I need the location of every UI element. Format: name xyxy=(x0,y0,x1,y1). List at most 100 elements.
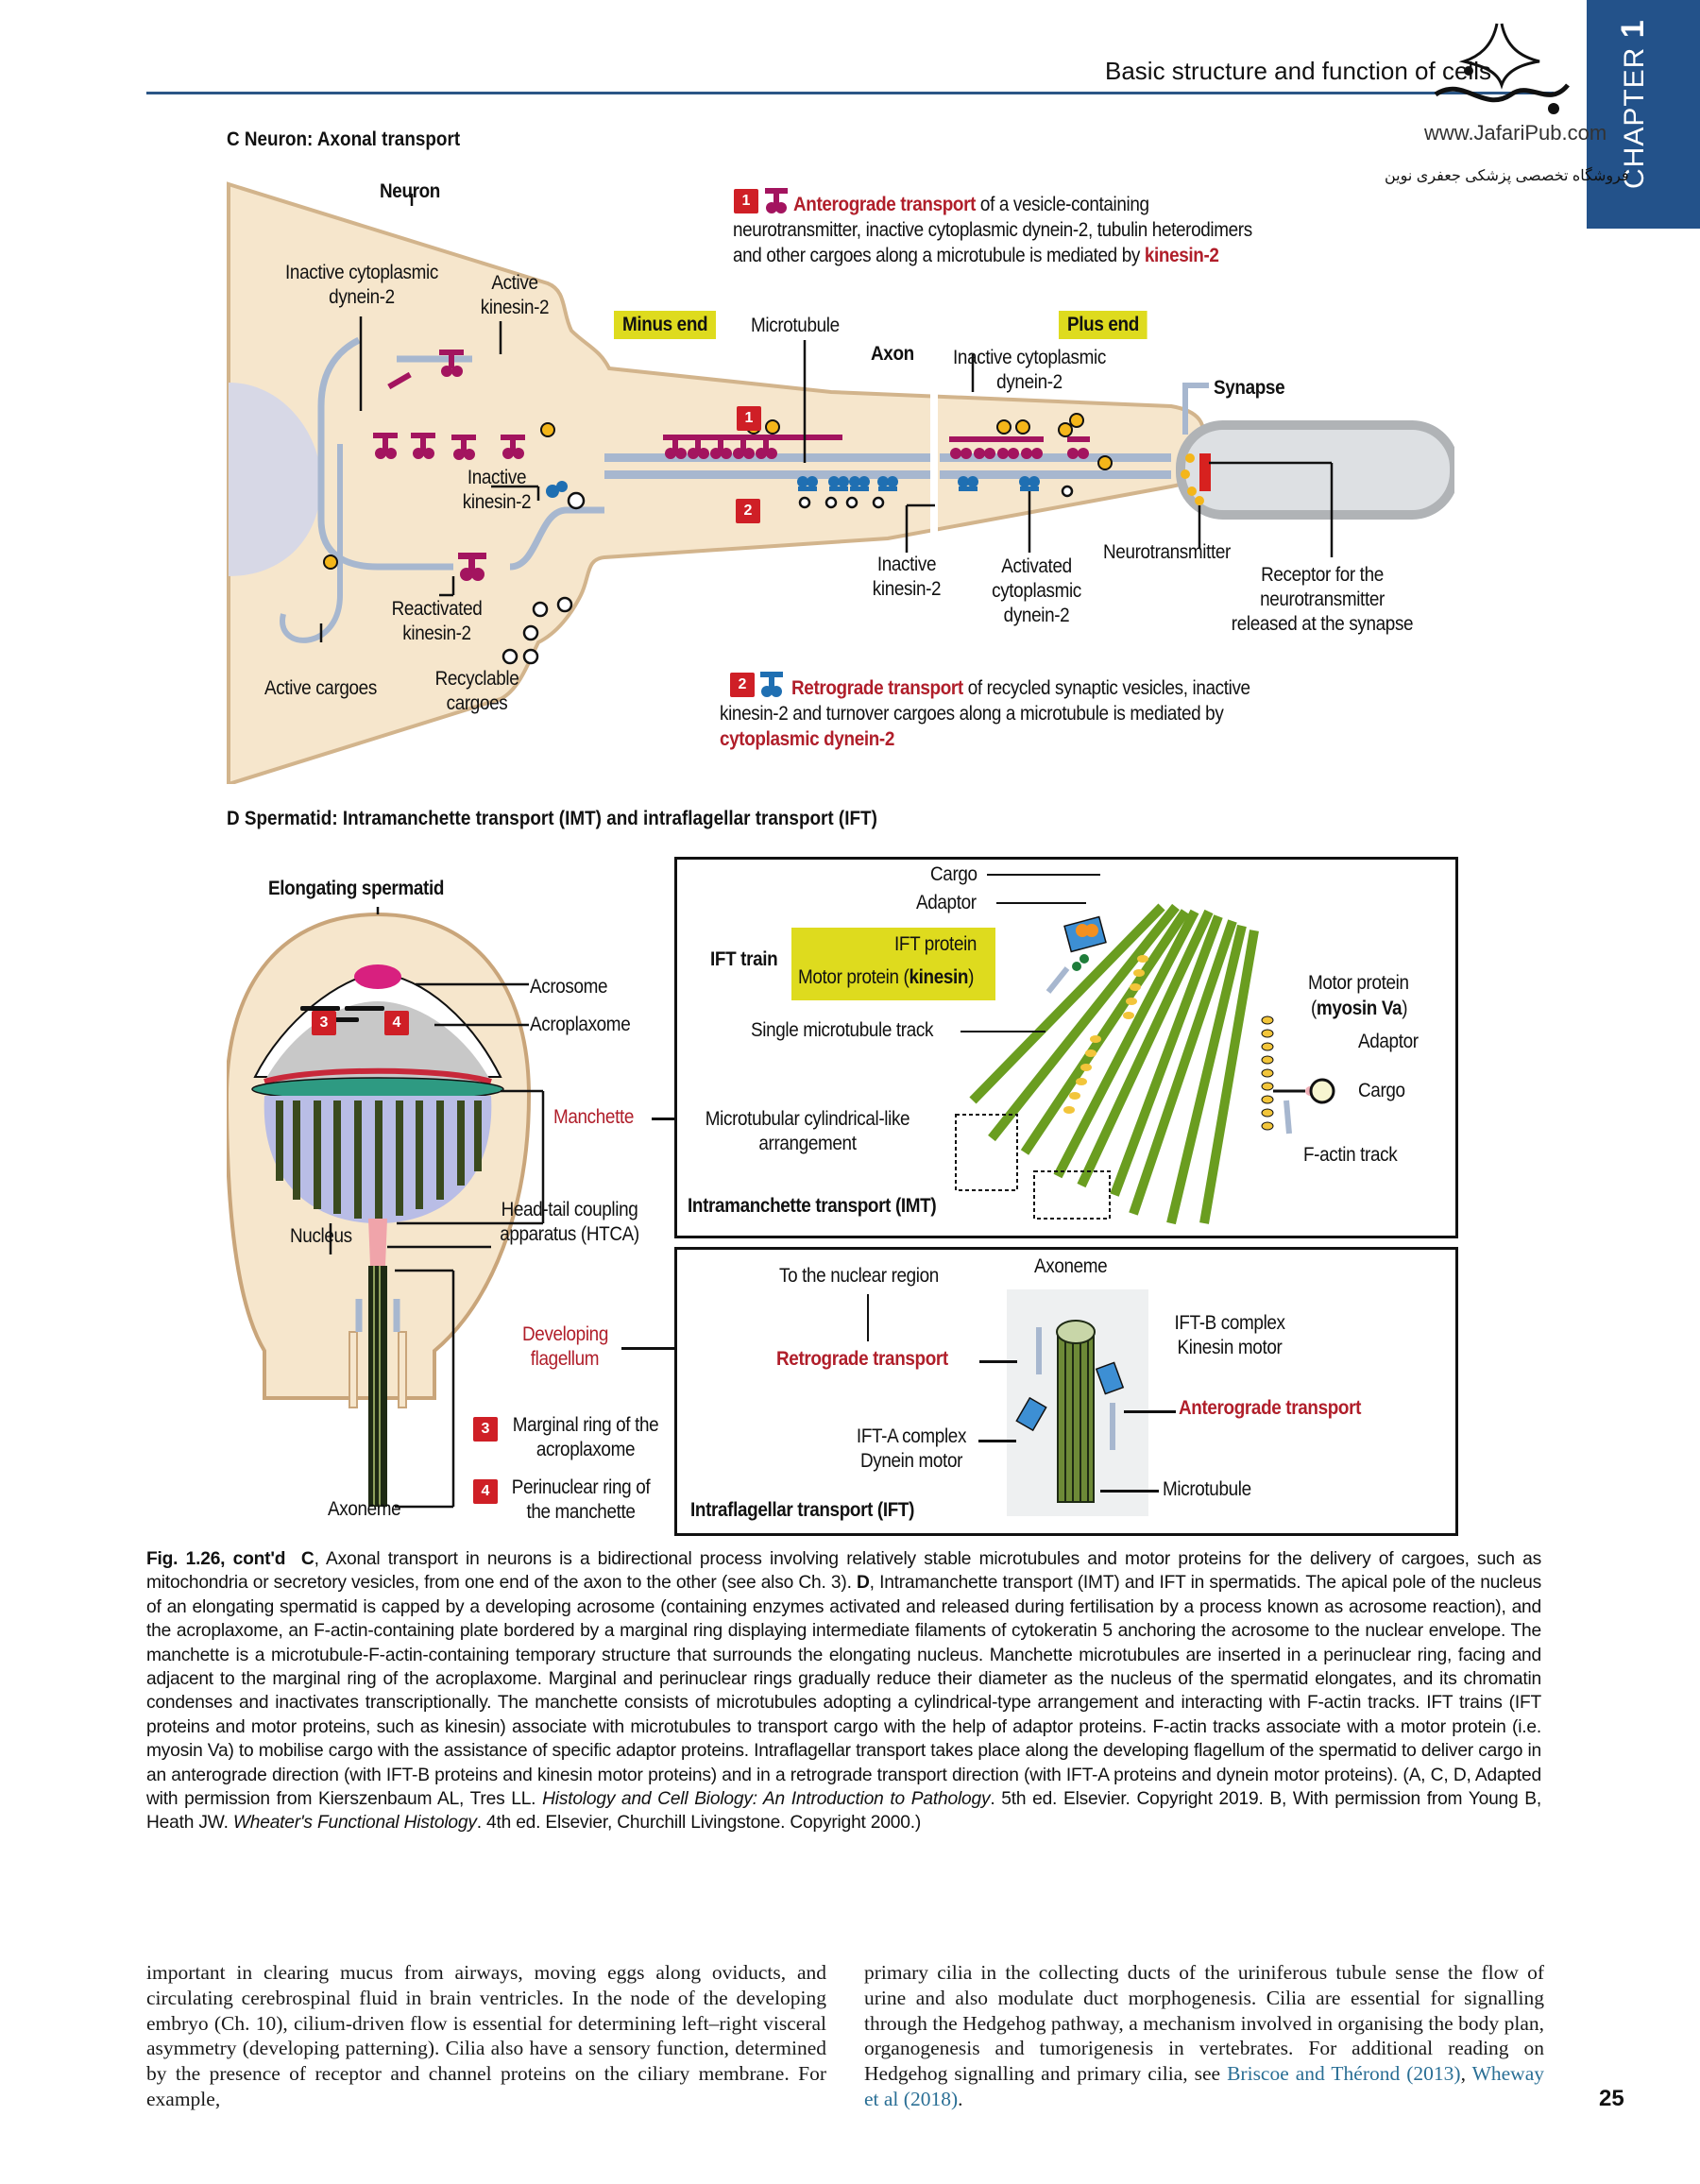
label-cargo: Cargo xyxy=(930,863,978,885)
label-axoneme: Axoneme xyxy=(328,1498,401,1520)
label-nucleus: Nucleus xyxy=(290,1225,352,1247)
label-synapse: Synapse xyxy=(1214,377,1285,399)
body-text: , xyxy=(1460,2062,1472,2086)
label-acrosome: Acrosome xyxy=(530,976,608,998)
watermark-text: فروشگاه تخصصی پزشکی جعفری نوین xyxy=(1385,168,1629,184)
label-text: Motor protein ( xyxy=(798,966,910,988)
label-cargo-right: Cargo xyxy=(1358,1080,1405,1101)
ift-b-complex xyxy=(1095,1361,1125,1395)
label-adaptor: Adaptor xyxy=(916,892,977,913)
microtubule-tracks xyxy=(969,903,1259,1225)
legend-1-line2: neurotransmitter, inactive cytoplasmic d… xyxy=(733,219,1252,241)
spermatid-leaders xyxy=(329,907,545,1509)
imt-box-title: Intramanchette transport (IMT) xyxy=(688,1195,937,1217)
label-line: Inactive cytoplasmic xyxy=(285,262,438,283)
label-factin: F-actin track xyxy=(1303,1144,1398,1166)
flagellum xyxy=(368,1266,387,1507)
legend-1-line3: and other cargoes along a microtubule is… xyxy=(733,244,1219,268)
single-track-leader xyxy=(960,1031,1046,1032)
label-line: Recyclable xyxy=(434,668,519,690)
label-text: ( xyxy=(1311,998,1317,1019)
label-line: kinesin-2 xyxy=(480,297,550,318)
caption-end: . 4th ed. Elsevier, Churchill Livingston… xyxy=(476,1813,922,1834)
label-line: Dynein motor xyxy=(859,1450,963,1472)
label-line: Head-tail coupling xyxy=(501,1199,638,1220)
postsynaptic-cell xyxy=(1176,420,1454,520)
microtubule-top xyxy=(604,453,930,462)
label-line: kinesin-2 xyxy=(402,623,471,644)
legend-1-line1: Anterograde transport of a vesicle-conta… xyxy=(793,193,1149,217)
label-reactivated-kinesin: Reactivated kinesin-2 xyxy=(388,597,486,646)
label-ift-protein: IFT protein xyxy=(894,933,978,955)
body-column-right: primary cilia in the collecting ducts of… xyxy=(864,1960,1544,2112)
label-axon: Axon xyxy=(871,343,914,365)
label-line: kinesin-2 xyxy=(872,578,942,600)
label-line: Marginal ring of the xyxy=(512,1414,659,1436)
imt-direction-arrow xyxy=(1046,966,1070,994)
badge-3-diagram: 3 xyxy=(312,1011,336,1035)
reference-link-briscoe[interactable]: Briscoe and Thérond (2013) xyxy=(1227,2062,1461,2086)
figure-caption: Fig. 1.26, cont'd C, Axonal transport in… xyxy=(146,1547,1541,1835)
label-neurotransmitter: Neurotransmitter xyxy=(1103,541,1231,563)
label-active-cargoes: Active cargoes xyxy=(264,677,377,699)
label-bold: myosin Va xyxy=(1316,998,1402,1019)
ift-train-highlight xyxy=(791,928,995,1000)
label-inactive-dynein-top: Inactive cytoplasmic dynein-2 xyxy=(277,261,447,310)
label-line: Inactive xyxy=(467,467,527,488)
imt-microtubule-bundle xyxy=(955,903,1259,1225)
label-adaptor-right: Adaptor xyxy=(1358,1031,1419,1052)
label-line: cytoplasmic xyxy=(992,580,1081,602)
body-column-left: important in clearing mucus from airways… xyxy=(146,1961,826,2110)
label-line: Inactive xyxy=(876,554,937,575)
panel-c-title: C Neuron: Axonal transport xyxy=(227,128,461,150)
reference-link-wheway[interactable]: Wheway et al (2018) xyxy=(864,2062,1544,2110)
caption-c-text: , Axonal transport in neurons is a bidir… xyxy=(146,1549,1541,1594)
legend-3-badge: 3 xyxy=(473,1417,498,1442)
badge-2-diagram: 2 xyxy=(736,499,760,523)
label-elongating-spermatid: Elongating spermatid xyxy=(268,878,445,899)
label-line: Kinesin motor xyxy=(1177,1337,1283,1358)
label-ift-train: IFT train xyxy=(710,948,778,970)
axonal-transport-diagram xyxy=(227,181,1454,784)
label-line: arrangement xyxy=(758,1133,857,1154)
cylindrical-arrangement-box-2 xyxy=(1033,1170,1111,1220)
label-motor-kinesin: Motor protein (kinesin) xyxy=(798,965,974,990)
dynein-icon xyxy=(760,672,783,697)
label-line: Activated xyxy=(1001,555,1072,577)
label-motor-myosin-2: (myosin Va) xyxy=(1311,997,1407,1021)
label-text: ) xyxy=(968,966,975,988)
dynein-motors xyxy=(546,476,1040,498)
chapter-tab xyxy=(1587,0,1700,229)
publisher-watermark-logo xyxy=(1434,23,1570,114)
caption-c-label: C xyxy=(300,1549,314,1569)
legend-2-line1: Retrograde transport of recycled synapti… xyxy=(791,676,1250,701)
label-line: apparatus (HTCA) xyxy=(500,1223,639,1245)
recycled-vesicles xyxy=(502,485,1074,665)
page-number: 25 xyxy=(1599,2086,1624,2111)
to-nuclear-arrow xyxy=(867,1294,869,1341)
receptor xyxy=(1199,453,1211,491)
label-line: Receptor for the xyxy=(1261,564,1384,586)
label-acroplaxome: Acroplaxome xyxy=(530,1014,631,1035)
label-manchette: Manchette xyxy=(553,1106,635,1128)
legend-2-line2: kinesin-2 and turnover cargoes along a m… xyxy=(720,703,1224,725)
label-line: released at the synapse xyxy=(1231,613,1414,635)
label-ift-axoneme: Axoneme xyxy=(1034,1255,1108,1277)
acrosome-granule xyxy=(354,964,401,989)
anterograde-leader xyxy=(1124,1410,1176,1413)
label-line: Reactivated xyxy=(391,598,483,620)
retrograde-leader xyxy=(979,1360,1017,1363)
label-line: dynein-2 xyxy=(329,286,395,308)
microtubule-leader xyxy=(1100,1490,1159,1493)
microtubule-bottom-distal xyxy=(940,470,1171,479)
panel-d-title: D Spermatid: Intramanchette transport (I… xyxy=(227,808,877,829)
myosin-cargo xyxy=(1261,1015,1335,1135)
label-anterograde: Anterograde transport xyxy=(1179,1397,1362,1419)
